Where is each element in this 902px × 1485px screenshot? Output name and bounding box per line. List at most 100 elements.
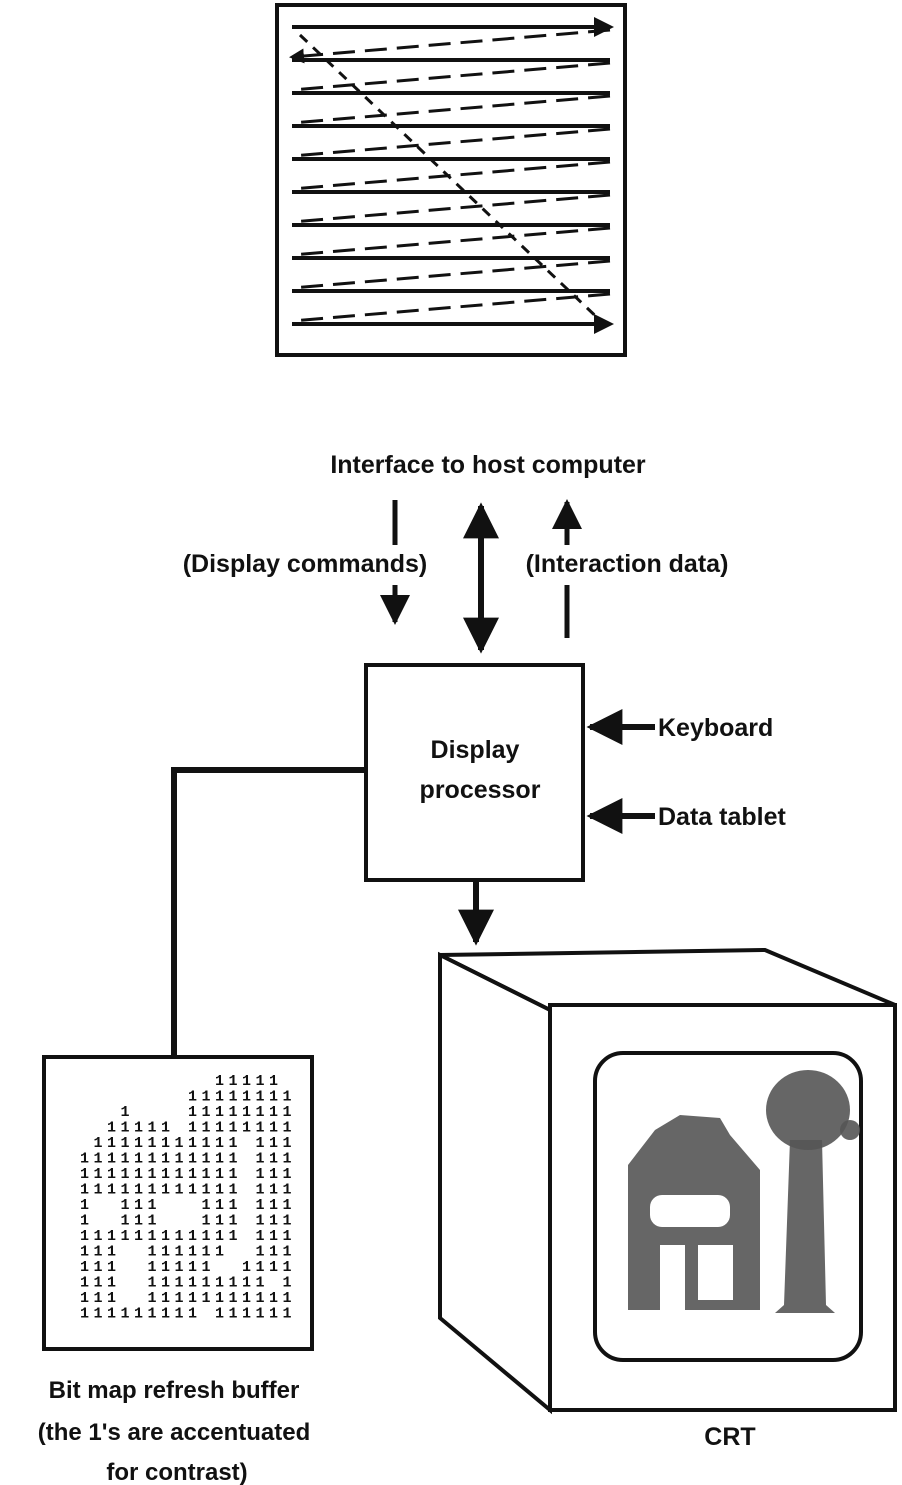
bit-one: 1 — [215, 1290, 224, 1307]
horizontal-retrace-line — [291, 127, 611, 158]
bit-one: 1 — [94, 1228, 103, 1245]
bit-one: 1 — [269, 1213, 278, 1230]
bit-one: 1 — [215, 1089, 224, 1106]
bit-one: 1 — [269, 1151, 278, 1168]
data-tablet-label: Data tablet — [658, 803, 786, 831]
raster-scan-pattern — [275, 3, 627, 357]
bit-one: 1 — [94, 1182, 103, 1199]
bit-one: 1 — [161, 1228, 170, 1245]
bit-one: 1 — [256, 1244, 265, 1261]
bit-one: 1 — [202, 1290, 211, 1307]
bit-one: 1 — [175, 1151, 184, 1168]
bit-one: 1 — [80, 1151, 89, 1168]
bit-one: 1 — [256, 1073, 265, 1090]
bit-one: 1 — [80, 1275, 89, 1292]
bit-one: 1 — [188, 1120, 197, 1137]
bit-one: 1 — [94, 1259, 103, 1276]
bit-one: 1 — [269, 1073, 278, 1090]
bit-one: 1 — [121, 1151, 130, 1168]
keyboard-label: Keyboard — [658, 714, 773, 742]
bit-one: 1 — [256, 1182, 265, 1199]
bit-one: 1 — [148, 1135, 157, 1152]
bit-one: 1 — [175, 1135, 184, 1152]
bit-one: 1 — [134, 1151, 143, 1168]
bit-one: 1 — [121, 1104, 130, 1121]
bit-one: 1 — [269, 1182, 278, 1199]
bit-one: 1 — [229, 1228, 238, 1245]
bit-one: 1 — [202, 1182, 211, 1199]
bit-one: 1 — [202, 1197, 211, 1214]
bit-one: 1 — [94, 1166, 103, 1183]
bit-one: 1 — [215, 1073, 224, 1090]
bit-one: 1 — [94, 1135, 103, 1152]
bit-one: 1 — [161, 1244, 170, 1261]
buffer-caption-line3: for contrast) — [106, 1459, 247, 1485]
bit-one: 1 — [134, 1166, 143, 1183]
bit-one: 1 — [283, 1228, 292, 1245]
bit-one: 1 — [229, 1290, 238, 1307]
bit-one: 1 — [256, 1275, 265, 1292]
display-commands-label: (Display commands) — [183, 550, 428, 578]
crt-tree-image — [766, 1070, 860, 1313]
bit-map-buffer-box — [42, 1055, 314, 1351]
bit-one: 1 — [161, 1306, 170, 1323]
bit-one: 1 — [80, 1306, 89, 1323]
bit-one: 1 — [148, 1151, 157, 1168]
bit-one: 1 — [269, 1259, 278, 1276]
bit-one: 1 — [269, 1120, 278, 1137]
bit-one: 1 — [242, 1290, 251, 1307]
bit-one: 1 — [215, 1120, 224, 1137]
bit-one: 1 — [188, 1306, 197, 1323]
bit-one: 1 — [94, 1306, 103, 1323]
bit-one: 1 — [242, 1073, 251, 1090]
bit-one: 1 — [121, 1135, 130, 1152]
bit-one: 1 — [107, 1228, 116, 1245]
bit-one: 1 — [229, 1151, 238, 1168]
bit-one: 1 — [256, 1213, 265, 1230]
bit-one: 1 — [269, 1104, 278, 1121]
bit-one: 1 — [188, 1182, 197, 1199]
bit-one: 1 — [148, 1306, 157, 1323]
bit-one: 1 — [283, 1213, 292, 1230]
bit-one: 1 — [215, 1182, 224, 1199]
bit-one: 1 — [283, 1290, 292, 1307]
horizontal-retrace-line — [291, 193, 611, 224]
bit-one: 1 — [256, 1306, 265, 1323]
crt-side-face — [438, 951, 552, 1415]
bit-one: 1 — [175, 1182, 184, 1199]
bit-one: 1 — [121, 1197, 130, 1214]
bit-one: 1 — [202, 1259, 211, 1276]
interface-label: Interface to host computer — [330, 451, 646, 479]
bit-one: 1 — [121, 1228, 130, 1245]
bit-one: 1 — [215, 1151, 224, 1168]
bit-one: 1 — [188, 1244, 197, 1261]
bit-one: 1 — [107, 1135, 116, 1152]
bit-one: 1 — [148, 1290, 157, 1307]
bit-one: 1 — [202, 1275, 211, 1292]
bit-one: 1 — [134, 1306, 143, 1323]
bit-one: 1 — [256, 1151, 265, 1168]
bit-one: 1 — [134, 1135, 143, 1152]
bit-one: 1 — [188, 1290, 197, 1307]
bit-one: 1 — [148, 1213, 157, 1230]
bit-one: 1 — [202, 1120, 211, 1137]
bit-one: 1 — [215, 1166, 224, 1183]
bit-one: 1 — [215, 1228, 224, 1245]
bit-one: 1 — [256, 1135, 265, 1152]
bit-one: 1 — [161, 1166, 170, 1183]
bit-one: 1 — [283, 1104, 292, 1121]
bit-one: 1 — [94, 1275, 103, 1292]
bit-one: 1 — [148, 1275, 157, 1292]
bit-one: 1 — [229, 1275, 238, 1292]
bit-one: 1 — [283, 1166, 292, 1183]
horizontal-retrace-line — [291, 259, 611, 290]
bit-one: 1 — [202, 1244, 211, 1261]
crt-house-image — [628, 1115, 760, 1310]
vertical-retrace-line — [298, 33, 607, 327]
horizontal-retrace-line — [289, 28, 611, 64]
bit-one: 1 — [202, 1213, 211, 1230]
bit-one: 1 — [215, 1197, 224, 1214]
bit-one: 1 — [242, 1259, 251, 1276]
horizontal-retrace-line — [291, 94, 611, 125]
bit-one: 1 — [256, 1290, 265, 1307]
